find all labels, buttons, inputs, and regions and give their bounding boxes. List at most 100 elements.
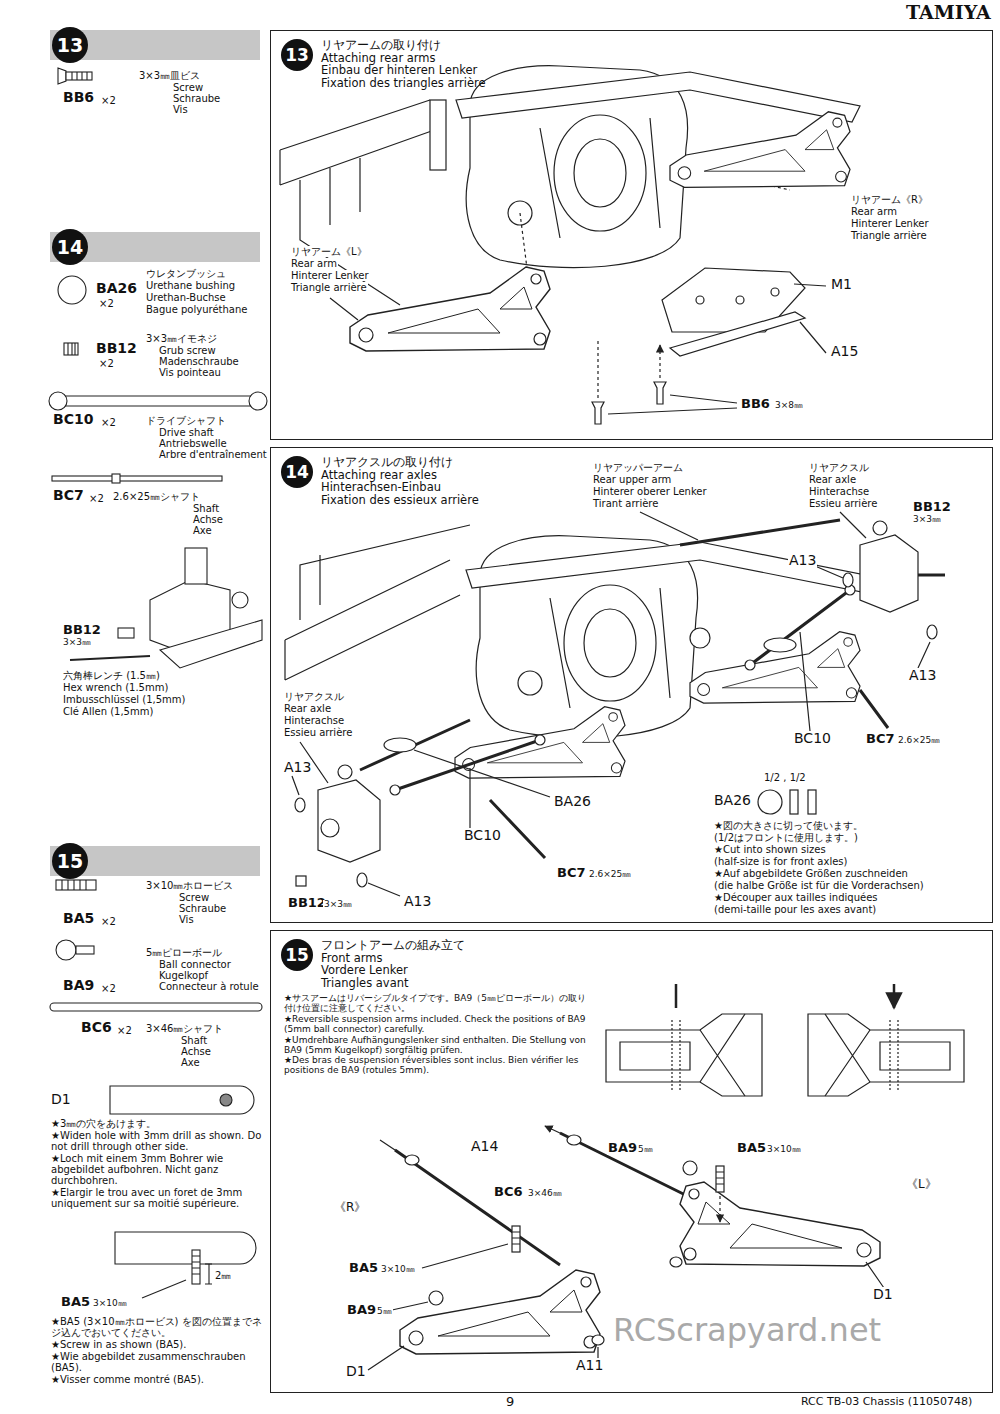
part-label: 5㎜ピローボール (145, 947, 223, 958)
parts-icons (115, 1232, 256, 1264)
part-code: BB12 (287, 896, 327, 910)
parts-icons (70, 656, 150, 660)
note-text: ★Découper aux tailles indiquées (713, 892, 879, 903)
part-code: BC7 (52, 488, 85, 503)
part-code: BC6 (493, 1185, 524, 1199)
part-label: Achse (180, 1046, 212, 1057)
rear-axle-drawing (927, 625, 937, 639)
note-text: ★図の大きさに切って使います。 (713, 820, 864, 831)
front-arm-drawing (405, 1155, 419, 1165)
part-label: リヤアクスル (808, 462, 870, 473)
part-label: Hinterer Lenker (850, 218, 930, 229)
parts-icons (62, 880, 86, 890)
part-code: BA5 (62, 911, 95, 926)
part-code: D1 (872, 1287, 894, 1302)
brand-logo: TAMIYA (905, 2, 992, 23)
step-number: 15 (281, 939, 313, 971)
parts-icons (49, 392, 67, 410)
parts-icons (249, 392, 267, 410)
rear-arm-drawing (670, 112, 850, 188)
parts-icons (185, 548, 207, 584)
part-code: BB12 (912, 500, 952, 514)
rear-axle-drawing (535, 735, 545, 745)
part-label: Rear axle (283, 703, 332, 714)
rear-axle-drawing (918, 574, 945, 577)
side-mark: 《L》 (905, 1178, 938, 1191)
part-label: 3×3㎜ (912, 515, 942, 525)
rear-axle-drawing (285, 525, 470, 680)
part-label: Clé Allen (1,5mm) (62, 706, 154, 717)
rear-axle-drawing (390, 785, 400, 795)
part-label: 3×10㎜ホロービス (145, 880, 234, 891)
rear-axle-drawing (360, 520, 840, 770)
part-label: ×2 (100, 417, 117, 428)
part-code: BB6 (62, 90, 95, 105)
rear-axle-drawing (808, 790, 816, 814)
step-title-line: Attaching rear axles (321, 469, 479, 482)
part-label: 1/2 , 1/2 (763, 772, 807, 783)
rear-axle-drawing (690, 632, 860, 703)
watermark: RCScrapyard.net (612, 1313, 882, 1348)
parts-icons (118, 628, 134, 638)
part-label: Drive shaft (158, 427, 215, 438)
part-label: 2.6×25㎜ (588, 870, 632, 880)
step-title-line: Attaching rear arms (321, 52, 486, 65)
rear-axle-drawing (338, 765, 352, 779)
parts-icons (58, 276, 86, 304)
part-label: Triangle arrière (850, 230, 928, 241)
rear-arm-drawing (280, 100, 440, 305)
front-arm-drawing (680, 1182, 880, 1266)
parts-icons (64, 343, 78, 355)
part-label: ×2 (100, 95, 117, 106)
parts-icons (192, 1250, 200, 1284)
step-title-line: Front arms (321, 952, 465, 965)
note-text: (1/2はフロントに使用します。) (713, 832, 859, 843)
part-label: Antriebswelle (158, 438, 228, 449)
part-label: Vis pointeau (158, 367, 222, 378)
step-number: 13 (281, 39, 313, 71)
front-arm-drawing (683, 1161, 697, 1175)
part-label: Screw (178, 892, 210, 903)
part-label: 3×3㎜ (62, 638, 92, 648)
part-label: Imbusschlüssel (1,5mm) (62, 694, 186, 705)
page-number: 9 (505, 1395, 515, 1409)
part-label: 5㎜ (376, 1307, 393, 1317)
part-label: Essieu arrière (283, 727, 353, 738)
part-label: Rear axle (808, 474, 857, 485)
part-label: Connecteur à rotule (158, 981, 260, 992)
step-title-line: Vordere Lenker (321, 964, 465, 977)
note-text: (demi-taille pour les axes avant) (713, 904, 877, 915)
rear-axle-drawing (357, 873, 367, 887)
part-label: 3×3㎜ (323, 900, 353, 910)
part-label: 3×10㎜ (92, 1299, 128, 1309)
step-header-bar: 15 (50, 846, 260, 876)
parts-icons (192, 1256, 200, 1274)
step-title-line: Triangles avant (321, 977, 465, 990)
part-label: ドライブシャフト (145, 415, 227, 426)
rear-arm-drawing (456, 66, 860, 268)
part-label: Vis (172, 104, 189, 115)
part-label: Hinterer oberer Lenker (592, 486, 708, 497)
parts-icons (110, 1086, 254, 1114)
parts-icons (52, 476, 222, 481)
rear-axle-drawing (296, 876, 306, 886)
part-label: Madenschraube (158, 356, 240, 367)
part-label: Axe (192, 525, 213, 536)
part-code: A13 (908, 668, 937, 683)
rear-axle-drawing (466, 536, 870, 738)
part-code: BC6 (80, 1020, 113, 1035)
rear-arm-drawing (736, 296, 744, 304)
part-label: ×2 (116, 1025, 133, 1036)
part-label: ×2 (98, 358, 115, 369)
part-label: Schraube (178, 903, 227, 914)
note-text: ★Reversible suspension arms included. Ch… (283, 1015, 590, 1035)
part-code: BA9 (346, 1303, 377, 1317)
part-code: BC7 (865, 732, 896, 746)
part-label: ×2 (98, 298, 115, 309)
front-arm-drawing (429, 1291, 443, 1305)
rear-axle-drawing (318, 780, 380, 862)
part-code: BC10 (793, 731, 832, 746)
part-code: BB12 (95, 341, 138, 356)
parts-icons (112, 474, 120, 483)
rear-axle-drawing (843, 573, 853, 587)
